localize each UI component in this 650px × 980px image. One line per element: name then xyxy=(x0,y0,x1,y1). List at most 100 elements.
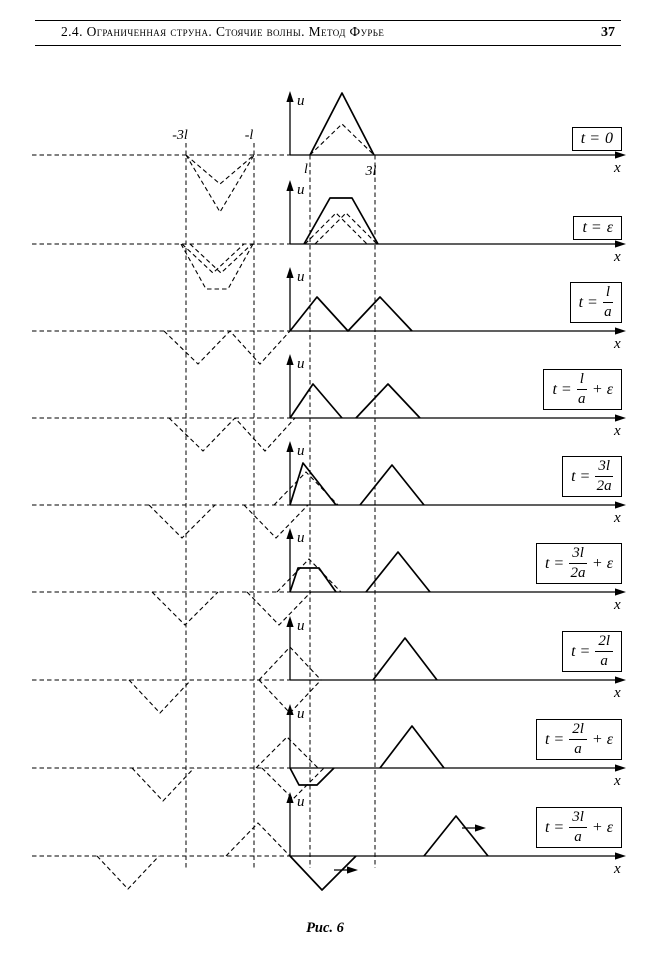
time-equation-lhs: t = xyxy=(544,730,565,748)
u-axis-label: u xyxy=(297,93,305,109)
wave-solid xyxy=(289,462,337,506)
wave-dashed xyxy=(276,558,342,593)
x-axis-label: x xyxy=(613,510,621,526)
arrowhead-icon xyxy=(286,354,294,365)
time-equation-lhs: t = xyxy=(571,642,591,660)
fraction-denominator: a xyxy=(574,741,582,757)
time-equation-lhs: t = xyxy=(571,467,591,485)
x-axis-label: x xyxy=(613,336,621,352)
wave-solid xyxy=(289,383,343,419)
arrowhead-icon xyxy=(286,616,294,627)
wave-dashed xyxy=(151,591,219,626)
wave-dashed xyxy=(255,736,319,769)
arrowhead-icon xyxy=(615,240,626,248)
wave-solid xyxy=(355,383,421,419)
fraction-denominator: 2a xyxy=(596,478,612,494)
page-number: 37 xyxy=(601,25,615,40)
x-axis-label: x xyxy=(613,160,621,176)
fraction-denominator: 2a xyxy=(570,565,586,581)
wave-dashed xyxy=(131,767,195,802)
arrowhead-icon xyxy=(286,180,294,191)
x-axis-label: x xyxy=(613,249,621,265)
arrowhead-icon xyxy=(286,704,294,715)
arrowhead-icon xyxy=(286,91,294,102)
arrowhead-icon xyxy=(615,764,626,772)
wave-solid xyxy=(289,767,335,786)
time-equation-lhs: t = xyxy=(552,380,572,398)
wave-dashed xyxy=(128,679,192,714)
wave-dashed xyxy=(189,243,253,274)
arrowhead-icon xyxy=(615,414,626,422)
wave-solid xyxy=(309,92,375,156)
arrowhead-icon xyxy=(286,267,294,278)
wave-dashed xyxy=(246,591,312,626)
arrowhead-icon xyxy=(286,792,294,803)
arrowhead-icon xyxy=(615,676,626,684)
time-equation-lhs: t = xyxy=(578,293,598,311)
page-header: 2.4. Ограниченная струна. Стоячие волны.… xyxy=(35,20,621,46)
wave-dashed xyxy=(163,330,291,365)
fraction-numerator: 2l xyxy=(569,722,587,740)
time-epsilon-suffix: + ε xyxy=(591,554,613,572)
fraction-numerator: 2l xyxy=(595,634,613,652)
time-equation-lhs: t = xyxy=(580,130,600,147)
wave-solid xyxy=(423,815,489,857)
arrowhead-icon xyxy=(286,441,294,452)
arrowhead-icon xyxy=(615,588,626,596)
fraction-denominator: a xyxy=(578,391,586,407)
wave-dashed xyxy=(309,123,375,156)
fraction-denominator: a xyxy=(574,829,582,845)
guide-label: -l xyxy=(245,128,254,143)
u-axis-label: u xyxy=(297,530,305,546)
wave-dashed xyxy=(96,855,160,890)
time-epsilon-suffix: + ε xyxy=(591,818,613,836)
wave-solid xyxy=(289,567,337,593)
u-axis-label: u xyxy=(297,269,305,285)
guide-label: -3l xyxy=(172,128,188,143)
arrowhead-icon xyxy=(615,327,626,335)
u-axis-label: u xyxy=(297,356,305,372)
wave-solid xyxy=(379,725,445,769)
wave-solid xyxy=(289,855,357,891)
time-equation-lhs: t = xyxy=(544,554,565,572)
time-epsilon-suffix: + ε xyxy=(591,730,613,748)
arrowhead-icon xyxy=(615,852,626,860)
wave-dashed xyxy=(273,471,339,506)
wave-dashed xyxy=(258,646,322,681)
arrowhead-icon xyxy=(615,501,626,509)
u-axis-label: u xyxy=(297,443,305,459)
wave-dashed xyxy=(168,417,296,452)
arrowhead-icon xyxy=(615,151,626,159)
time-equation-lhs: t = xyxy=(582,219,602,236)
fraction-denominator: a xyxy=(600,653,608,669)
wave-solid xyxy=(372,637,438,681)
guide-label: l xyxy=(304,162,308,177)
arrowhead-icon xyxy=(286,528,294,539)
wave-dashed xyxy=(225,822,291,857)
fraction-numerator: l xyxy=(576,372,587,390)
wave-solid xyxy=(289,296,413,332)
x-axis-label: x xyxy=(613,773,621,789)
u-axis-label: u xyxy=(297,706,305,722)
fraction-numerator: l xyxy=(602,285,613,303)
wave-dashed xyxy=(243,504,309,539)
u-axis-label: u xyxy=(297,182,305,198)
time-label-box: t =0 xyxy=(571,127,622,151)
wave-dashed xyxy=(304,212,368,245)
arrowhead-icon xyxy=(347,866,358,874)
wave-solid xyxy=(365,551,431,593)
arrowhead-icon xyxy=(475,824,486,832)
time-equation-lhs: t = xyxy=(544,818,565,836)
guide-label: 3l xyxy=(365,164,377,179)
